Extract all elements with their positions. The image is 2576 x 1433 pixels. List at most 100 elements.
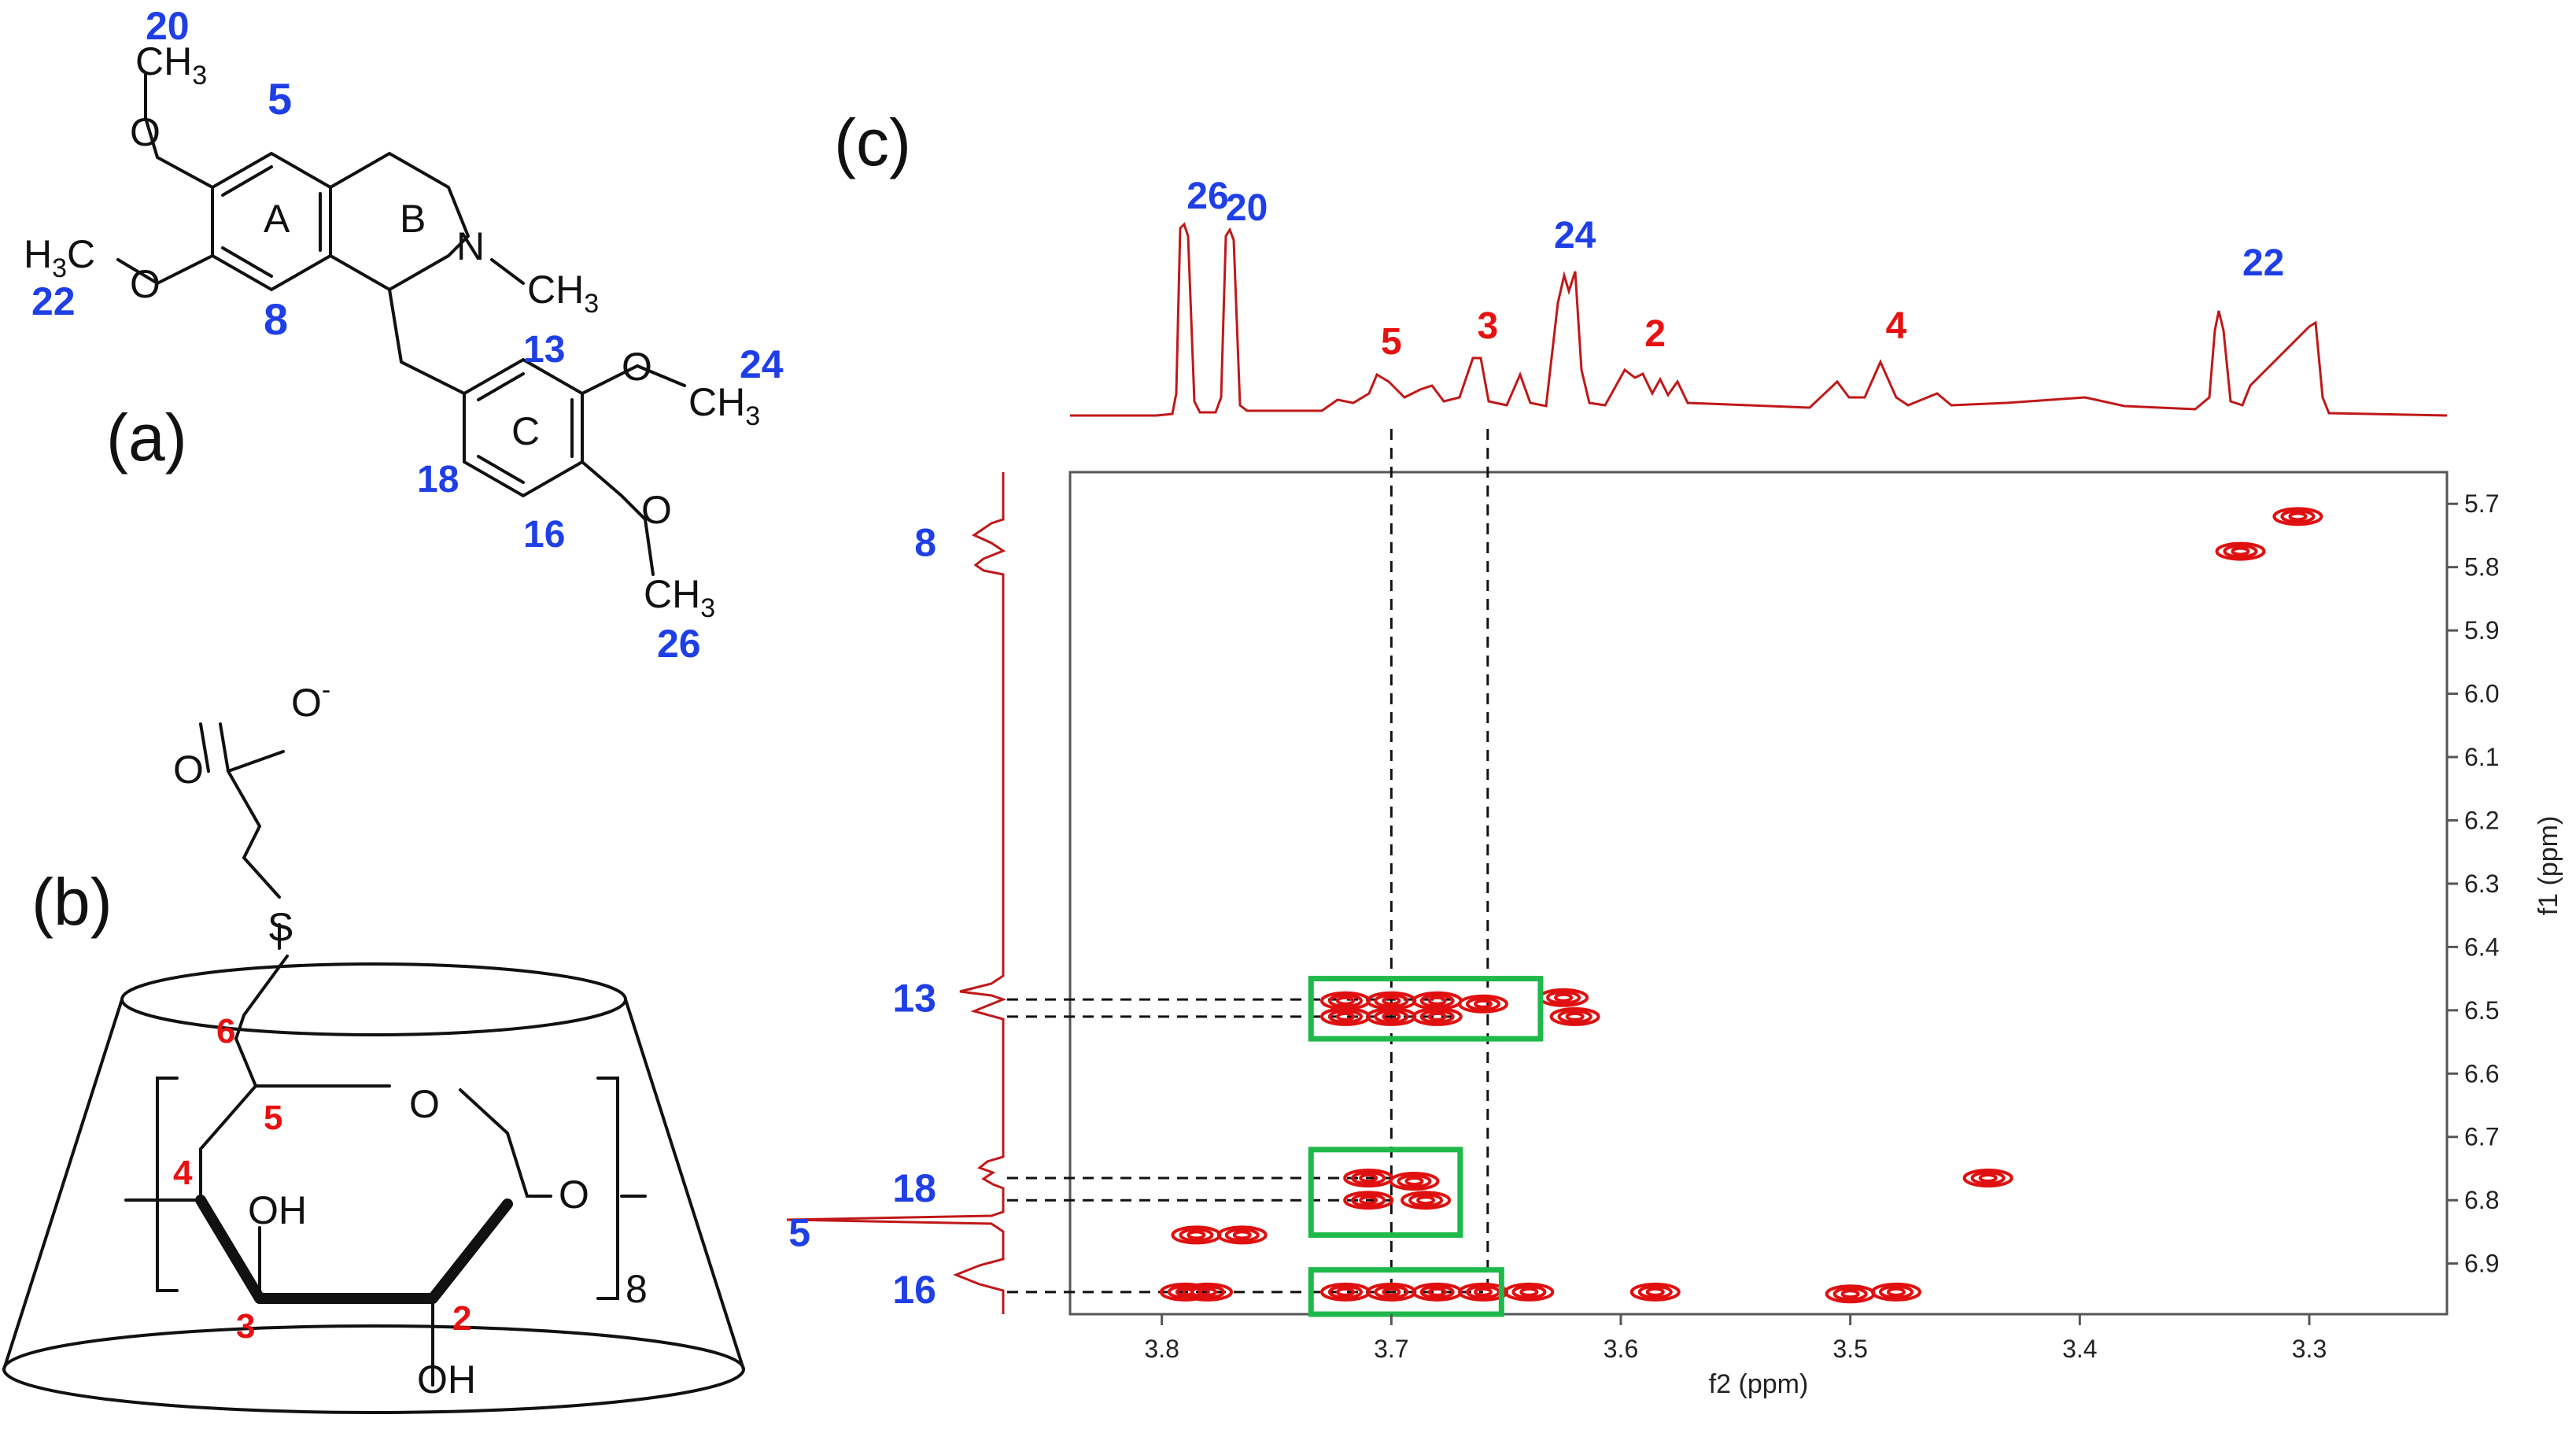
pos-24: 24 bbox=[740, 342, 784, 386]
cross-peak-contour bbox=[1374, 1284, 1409, 1299]
cross-peak-contour bbox=[1879, 1284, 1914, 1299]
cross-peak-contour bbox=[2231, 546, 2250, 556]
pos-6: 6 bbox=[216, 1012, 235, 1051]
top-peak-label: 2 bbox=[1644, 313, 1666, 355]
cross-peak-contour bbox=[1351, 1171, 1386, 1186]
ring-c-double-bonds bbox=[477, 372, 574, 484]
y-axis-title: f1 (ppm) bbox=[2534, 816, 2563, 916]
cross-peak-contour bbox=[1224, 1228, 1260, 1243]
cross-peak-contour bbox=[1962, 1169, 2013, 1188]
cross-peak-contour bbox=[1637, 1284, 1673, 1299]
glucose-ring-bold bbox=[195, 1195, 513, 1304]
cross-peak-contour bbox=[1389, 1172, 1440, 1191]
y-tick-label: 6.2 bbox=[2464, 806, 2499, 834]
cross-peak-contour bbox=[1382, 995, 1401, 1006]
cross-peak-contour bbox=[1840, 1289, 1860, 1299]
dashed-guide-lines bbox=[1007, 429, 1489, 1294]
top-peak-label: 26 bbox=[1187, 175, 1228, 217]
cross-peak-contour bbox=[1887, 1287, 1906, 1297]
side-peak-label: 8 bbox=[914, 520, 936, 564]
highlight-box bbox=[1308, 1267, 1504, 1317]
atom-o-carbonyl: O bbox=[173, 748, 204, 792]
side-peak-label: 13 bbox=[892, 977, 936, 1021]
panel-label-b: (b) bbox=[31, 865, 113, 939]
cross-peak-contour bbox=[1557, 1009, 1592, 1024]
cross-peak-contour bbox=[1159, 1282, 1210, 1302]
y-tick-label: 6.8 bbox=[2464, 1186, 2499, 1214]
cross-peak-contour bbox=[2272, 507, 2323, 526]
cross-peak-contour bbox=[1504, 1282, 1555, 1302]
panel-label-a: (a) bbox=[106, 401, 187, 475]
highlight-boxes bbox=[1308, 976, 1544, 1317]
cross-peak-contour bbox=[1511, 1284, 1547, 1299]
cross-peak-contour bbox=[1546, 990, 1581, 1005]
y-tick-label: 6.3 bbox=[2464, 870, 2499, 898]
panel-label-c: (c) bbox=[834, 105, 911, 179]
pos-26: 26 bbox=[657, 622, 701, 666]
top-peak-label: 4 bbox=[1886, 305, 1907, 347]
atom-o-22: O bbox=[130, 262, 161, 306]
y-axis: 5.75.85.96.06.16.26.36.46.56.66.76.86.9 bbox=[2447, 489, 2499, 1278]
side-peak-label: 18 bbox=[892, 1166, 936, 1210]
cross-peak-contour bbox=[1466, 996, 1500, 1011]
top-peak-label: 3 bbox=[1477, 305, 1498, 347]
top-peak-label: 24 bbox=[1554, 215, 1596, 257]
methyl-n: CH3 bbox=[527, 268, 599, 319]
cross-peak-contour bbox=[1179, 1228, 1214, 1243]
cross-peak-contour bbox=[1404, 1176, 1424, 1187]
cross-peak-contour bbox=[1419, 993, 1455, 1008]
atom-o-ring: O bbox=[409, 1082, 440, 1126]
y-tick-label: 5.9 bbox=[2464, 616, 2499, 644]
top-peak-label: 5 bbox=[1381, 321, 1402, 363]
atom-oh-3: OH bbox=[248, 1188, 307, 1232]
cross-peak-contour bbox=[1458, 994, 1508, 1014]
glucose-ring bbox=[199, 1037, 529, 1198]
x-tick-label: 3.7 bbox=[1374, 1335, 1408, 1363]
atom-s: S bbox=[268, 905, 293, 949]
x-axis-title: f2 (ppm) bbox=[1709, 1369, 1809, 1399]
cross-peak-contour bbox=[1374, 1009, 1409, 1024]
cross-peak-contour bbox=[1187, 1230, 1206, 1240]
cross-peak-contour bbox=[1351, 1193, 1386, 1208]
y-tick-label: 6.5 bbox=[2464, 996, 2499, 1025]
cross-peak-contour bbox=[1554, 992, 1574, 1003]
y-tick-label: 6.1 bbox=[2464, 743, 2499, 771]
cross-peak-contour bbox=[1416, 1195, 1436, 1206]
plot-frame bbox=[1068, 471, 2449, 1316]
highlight-box bbox=[1308, 1147, 1463, 1238]
cross-peak-contour bbox=[1832, 1287, 1868, 1302]
atom-n: N bbox=[456, 224, 485, 268]
cross-peak-contour bbox=[2288, 512, 2308, 522]
top-1d-spectrum bbox=[1070, 222, 2448, 417]
side-1d-spectrum bbox=[786, 472, 1007, 1314]
pos-4: 4 bbox=[173, 1154, 193, 1192]
cross-peak-contour bbox=[1474, 1287, 1493, 1297]
panel-a: (a) O O O O N CH3 H3C CH3 CH3 CH3 A B C bbox=[24, 4, 784, 666]
x-tick-label: 3.6 bbox=[1604, 1335, 1638, 1363]
top-peak-label: 20 bbox=[1226, 187, 1268, 229]
methyl-24: CH3 bbox=[688, 380, 760, 431]
cross-peak-contour bbox=[1408, 1193, 1444, 1208]
cross-peak-contour bbox=[1427, 1287, 1447, 1297]
cross-peak-contour bbox=[1825, 1284, 1876, 1304]
pos-20: 20 bbox=[146, 4, 190, 48]
cross-peak-contour bbox=[1175, 1287, 1194, 1297]
panel-b: (b) O- O S O O OH OH 8 6 5 4 3 2 bbox=[2, 675, 745, 1414]
pos-16: 16 bbox=[523, 514, 565, 556]
ring-label-a: A bbox=[264, 197, 290, 241]
pos-18: 18 bbox=[417, 459, 459, 500]
methyl-20: CH3 bbox=[135, 39, 207, 90]
y-tick-label: 6.0 bbox=[2464, 680, 2499, 708]
cross-peak-contour bbox=[1336, 1287, 1355, 1297]
atom-o-20: O bbox=[130, 110, 161, 154]
cross-peak-contour bbox=[1374, 993, 1409, 1008]
cross-peak-contour bbox=[1343, 1191, 1394, 1210]
pos-13: 13 bbox=[523, 329, 565, 371]
benzyl-bond bbox=[388, 288, 466, 395]
cross-peak-contour bbox=[1978, 1173, 1998, 1184]
cross-peak-contour bbox=[1519, 1287, 1539, 1297]
